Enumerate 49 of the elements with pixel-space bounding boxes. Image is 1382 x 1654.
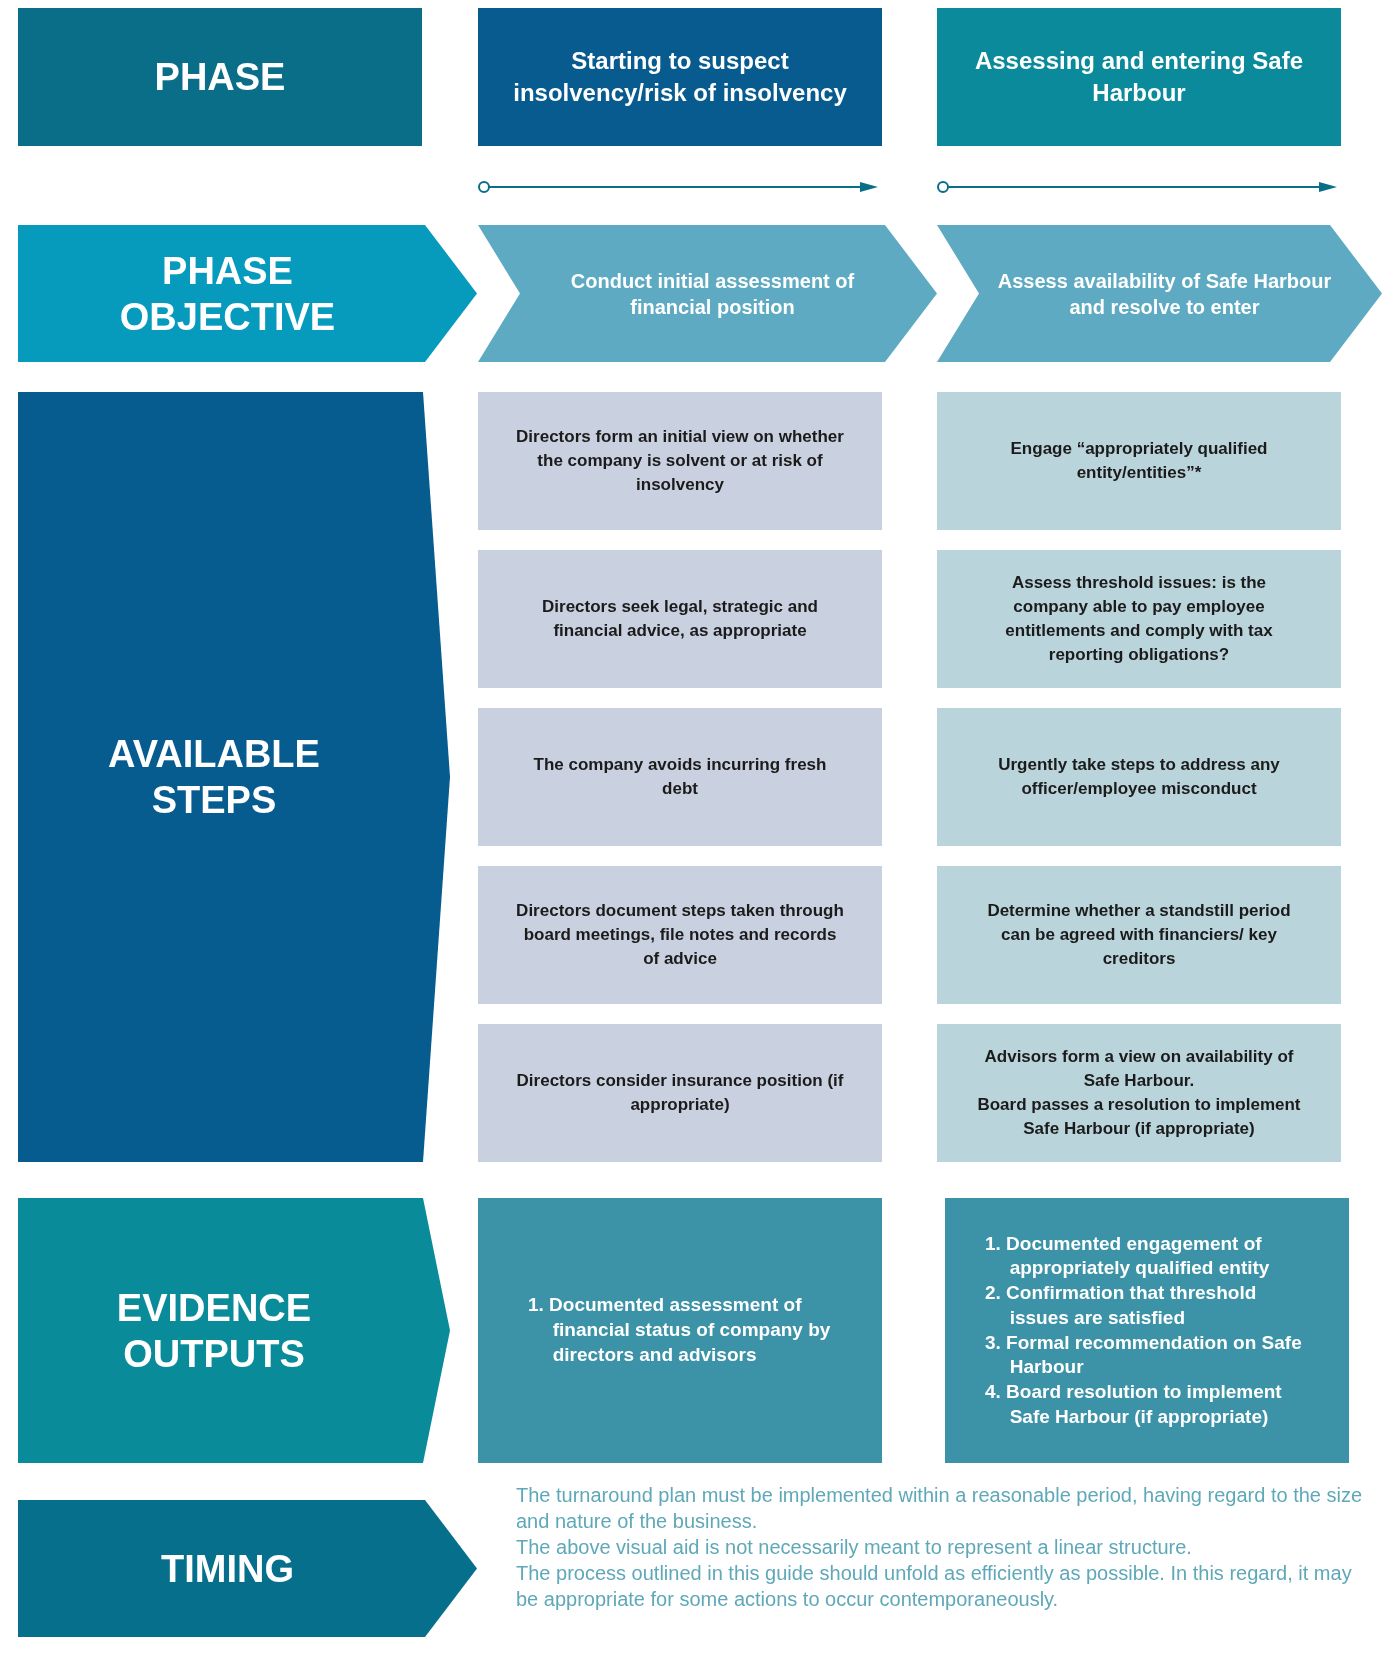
row-label-banner [18, 1198, 450, 1463]
heading: Assessing and entering Safe Harbour [973, 45, 1305, 108]
evidence-item: 2. Confirmation that threshold issues are satisfied [985, 1281, 1258, 1330]
step-text: Engage “appropriately qualified entity/entities”* [1009, 438, 1269, 484]
evidence-box [478, 1198, 882, 1463]
step-text: Directors seek legal, strategic and financial advice, as appropriate [541, 596, 819, 642]
evidence-item: 3. Formal recommendation on Safe Harbour [985, 1330, 1303, 1380]
row-label-banner [18, 1500, 477, 1637]
step-text: The company avoids incurring fresh debt [532, 754, 828, 800]
row-label-banner [18, 392, 450, 1162]
row-label-banner [18, 225, 477, 362]
evidence-item: 1. Documented assessment of financial status of company by directors and advisors [528, 1293, 832, 1367]
step-box [937, 866, 1341, 1004]
objective-text: Assess availability of Safe Harbour and resolve to enter [996, 268, 1333, 320]
step-box [937, 550, 1341, 688]
heading: PHASE OBJECTIVE [118, 248, 337, 340]
step-text: Directors document steps taken through board meetings, file notes and records of advice [515, 900, 845, 970]
timing-note: The turnaround plan must be implemented within a reasonable period, having regard to the size and nature of the business. [516, 1483, 1364, 1534]
step-box [478, 1024, 882, 1162]
timing-note: The process outlined in this guide should unfold as efficiently as possible. In this regard, it may be appropriate for some actions to occur contemporaneously. [516, 1561, 1353, 1612]
step-box [478, 708, 882, 846]
phase-label-box [18, 8, 422, 146]
phase-header-box [937, 8, 1341, 146]
step-box [478, 392, 882, 530]
step-box [478, 866, 882, 1004]
objective-text: Conduct initial assessment of financial position [569, 268, 856, 320]
heading: EVIDENCE OUTPUTS [115, 1285, 313, 1377]
heading: AVAILABLE STEPS [107, 732, 321, 823]
objective-banner [937, 225, 1382, 362]
step-box [937, 1024, 1341, 1162]
step-text: Urgently take steps to address any officer/employee misconduct [997, 754, 1281, 800]
timing-note: The above visual aid is not necessarily meant to represent a linear structure. [516, 1535, 1193, 1560]
evidence-box [945, 1198, 1349, 1463]
step-box [478, 550, 882, 688]
heading: TIMING [161, 1546, 294, 1592]
step-text: Determine whether a standstill period can be agreed with financiers/ key creditors [986, 900, 1292, 970]
phase-header-box [478, 8, 882, 146]
objective-banner [478, 225, 937, 362]
heading: Starting to suspect insolvency/risk of insolvency [512, 45, 848, 108]
step-text: Directors consider insurance position (if appropriate) [515, 1070, 845, 1116]
step-text: Board passes a resolution to implement Safe Harbour (if appropriate) [976, 1094, 1302, 1140]
evidence-item: 4. Board resolution to implement Safe Harbour (if appropriate) [985, 1379, 1283, 1429]
step-text: Directors form an initial view on whether the company is solvent or at risk of insolvency [515, 426, 845, 496]
heading: PHASE [154, 55, 286, 100]
evidence-item: 1. Documented engagement of appropriately qualified entity [985, 1231, 1271, 1281]
step-box [937, 708, 1341, 846]
step-box [937, 392, 1341, 530]
step-text: Assess threshold issues: is the company able to pay employee entitlements and comply with tax reporting obligations? [1004, 572, 1274, 666]
step-text: Advisors form a view on availability of Safe Harbour. [983, 1046, 1295, 1092]
